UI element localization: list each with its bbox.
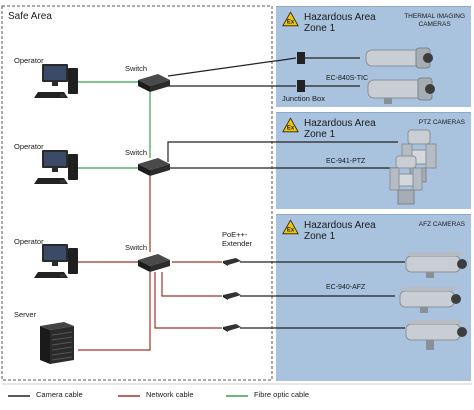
afz-camera-icon bbox=[399, 287, 461, 313]
junction-box-icon bbox=[297, 80, 305, 92]
camera-model-label: EC-941-PTZ bbox=[326, 158, 366, 165]
ex-hazard-icon: Ex bbox=[282, 219, 299, 235]
operator-label: Operator bbox=[14, 237, 44, 246]
zone-category: AFZ CAMERAS bbox=[418, 221, 465, 228]
poe-extender-icon bbox=[223, 292, 241, 300]
afz-camera-icon bbox=[405, 252, 467, 278]
camera-model-label: EC-840S-TIC bbox=[326, 75, 369, 82]
operator-computer-icon bbox=[34, 64, 78, 98]
switch-label: Switch bbox=[125, 64, 148, 73]
thermal-camera-icon bbox=[367, 77, 435, 104]
junction-box-icon bbox=[297, 52, 305, 64]
svg-text:Ex: Ex bbox=[287, 126, 295, 132]
legend-fibre-label: Fibre optic cable bbox=[254, 390, 310, 399]
operator-computer-icon bbox=[34, 150, 78, 184]
junction-box-label: Junction Box bbox=[282, 94, 325, 103]
zone-title: Hazardous Area Zone 1 bbox=[304, 12, 376, 34]
extender-label: PoE++- Extender bbox=[222, 230, 253, 248]
camera-model-label: EC-940-AFZ bbox=[326, 284, 366, 291]
ptz-camera-icon bbox=[389, 155, 423, 205]
network-switch-icon bbox=[138, 74, 170, 92]
safe-area-border bbox=[1, 5, 273, 381]
network-switch-icon bbox=[138, 158, 170, 176]
switch-label: Switch bbox=[125, 148, 148, 157]
zone-title: Hazardous Area Zone 1 bbox=[304, 118, 376, 140]
switch-label: Switch bbox=[125, 243, 148, 252]
zone-category: THERMAL IMAGING CAMERAS bbox=[404, 13, 465, 28]
svg-text:Ex: Ex bbox=[287, 20, 295, 26]
server-rack-icon bbox=[40, 322, 74, 364]
network-cables bbox=[78, 176, 222, 351]
server-label: Server bbox=[14, 310, 37, 319]
operator-computer-icon bbox=[34, 244, 78, 278]
zone-category: PTZ CAMERAS bbox=[418, 119, 465, 126]
afz-camera-icon bbox=[405, 320, 467, 350]
safe-area-title: Safe Area bbox=[8, 11, 52, 22]
operator-label: Operator bbox=[14, 142, 44, 151]
thermal-camera-icon bbox=[365, 47, 433, 69]
poe-extender-icon bbox=[223, 258, 241, 266]
operator-label: Operator bbox=[14, 56, 44, 65]
ex-hazard-icon: Ex bbox=[282, 11, 299, 27]
poe-extender-icon bbox=[223, 324, 241, 332]
ex-hazard-icon: Ex bbox=[282, 117, 299, 133]
network-switch-icon bbox=[138, 254, 170, 272]
legend-network-label: Network cable bbox=[146, 390, 194, 399]
legend-camera-label: Camera cable bbox=[36, 390, 83, 399]
svg-text:Ex: Ex bbox=[287, 228, 295, 234]
zone-ptz: Ex Hazardous Area Zone 1 PTZ CAMERAS bbox=[276, 112, 471, 209]
zone-title: Hazardous Area Zone 1 bbox=[304, 220, 376, 242]
fibre-cables bbox=[78, 81, 151, 169]
